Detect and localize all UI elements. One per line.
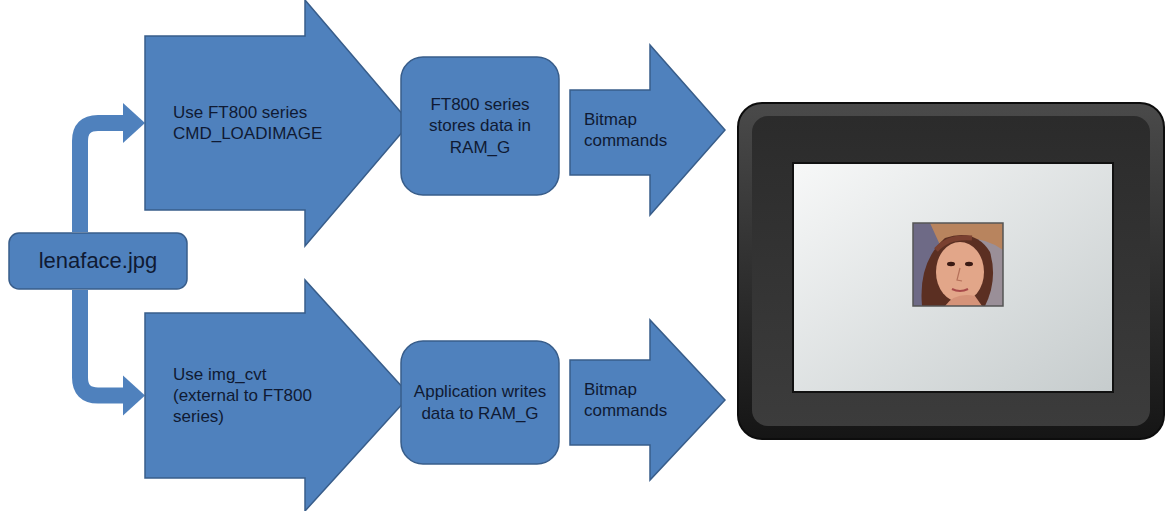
- block-arrow-outline: [570, 45, 725, 215]
- block-arrow: Use img_cvt (external to FT800 series): [145, 280, 410, 511]
- block-arrow-outline: [145, 0, 410, 246]
- block-arrow-outline: [570, 320, 725, 480]
- file-box: lenaface.jpg: [8, 232, 188, 290]
- process-box: Application writes data to RAM_G: [400, 340, 560, 465]
- block-arrow: Bitmap commands: [570, 320, 725, 480]
- node-label: Bitmap commands: [584, 109, 680, 152]
- curved-arrow: [80, 290, 145, 416]
- node-label: FT800 series stores data in RAM_G: [410, 94, 550, 158]
- block-arrow: Bitmap commands: [570, 45, 725, 215]
- block-arrow: Use FT800 series CMD_LOADIMAGE: [145, 0, 410, 246]
- node-label: Use FT800 series CMD_LOADIMAGE: [173, 102, 373, 145]
- node-label: Use img_cvt (external to FT800 series): [173, 364, 313, 428]
- node-label: Bitmap commands: [584, 379, 680, 422]
- curved-arrow: [80, 103, 145, 232]
- node-label: Application writes data to RAM_G: [410, 381, 550, 424]
- node-label: lenaface.jpg: [18, 247, 178, 275]
- face-picture: [913, 223, 1003, 306]
- process-box-outline: [400, 340, 560, 465]
- process-box: FT800 series stores data in RAM_G: [400, 56, 560, 196]
